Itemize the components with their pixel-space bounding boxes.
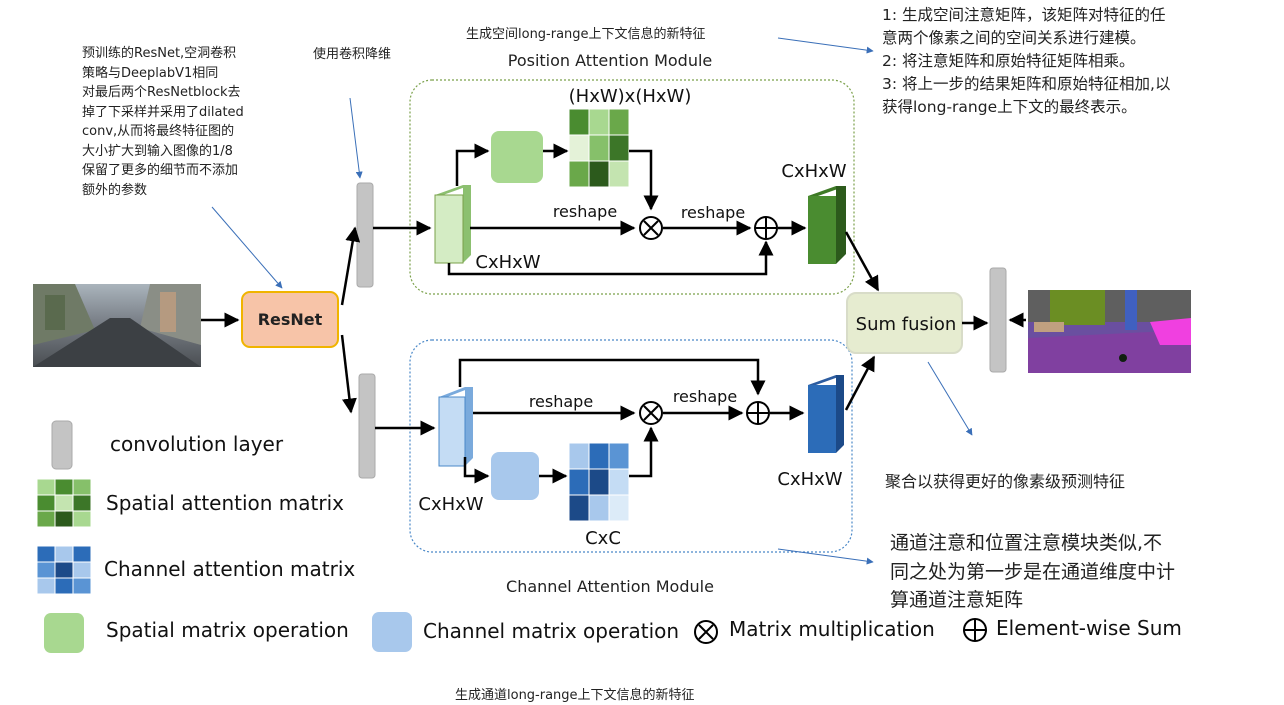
- arrow-pam-to-op: [455, 143, 490, 186]
- sum-fusion-block: Sum fusion: [846, 292, 963, 354]
- cam-feature-box: [438, 387, 473, 467]
- resnet-note-line: 策略与DeeplabV1相同: [82, 65, 219, 81]
- conv-layer-output: [989, 267, 1007, 373]
- pam-sum-symbol: [754, 216, 778, 240]
- annotation-line-fusion: [927, 361, 973, 436]
- legend-channel-op-icon: [372, 612, 412, 652]
- channel-annotation: 通道注意和位置注意模块类似,不同之处为第一步是在通道维度中计算通道注意矩阵: [890, 532, 1176, 611]
- sum-fusion-label: Sum fusion: [856, 314, 957, 335]
- position-feature-annotation: 生成空间long-range上下文信息的新特征: [466, 27, 706, 42]
- pam-feature-box: [434, 185, 471, 264]
- cam-reshape-label-1: reshape: [529, 392, 593, 411]
- legend-spatial-op-icon: [44, 613, 84, 653]
- annotation-line-channel: [777, 548, 874, 565]
- legend-matmul-label: Matrix multiplication: [729, 617, 935, 641]
- resnet-note-line: 额外的参数: [82, 182, 148, 198]
- channel-module-title: Channel Attention Module: [506, 577, 714, 596]
- fusion-annotation: 聚合以获得更好的像素级预测特征: [885, 472, 1126, 491]
- annotation-line-steps: [777, 37, 874, 54]
- pam-output-box: [808, 186, 846, 264]
- pam-spatial-op: [491, 131, 543, 183]
- legend-channel-matrix-label: Channel attention matrix: [104, 557, 355, 581]
- position-module-title: Position Attention Module: [508, 51, 713, 70]
- legend-elemsum-icon: [963, 618, 987, 642]
- cam-sum-symbol: [746, 401, 770, 425]
- resnet-block: ResNet: [241, 291, 339, 348]
- resnet-note-line: 保留了更多的细节而不添加: [82, 163, 239, 178]
- cam-matmul-symbol: [639, 401, 663, 425]
- cam-reshape-label-2: reshape: [673, 387, 737, 406]
- cam-output-size-label: CxHxW: [777, 469, 842, 490]
- step-line: 意两个像素之间的空间关系进行建模。: [882, 29, 1146, 47]
- legend: convolution layer Spatial attention matr…: [36, 420, 1182, 653]
- arrow-cam-to-fusion: [844, 355, 876, 411]
- annotation-line-resnet: [211, 206, 283, 289]
- step-line: 获得long-range上下文的最终表示。: [882, 98, 1137, 116]
- pam-reshape-label-1: reshape: [553, 202, 617, 221]
- arrow-cam-to-op: [463, 457, 490, 484]
- pam-feature-size-label: CxHxW: [475, 252, 540, 273]
- step-line: 3: 将上一步的结果矩阵和原始特征相加,以: [882, 75, 1171, 93]
- channel-feature-annotation: 生成通道long-range上下文信息的新特征: [455, 688, 695, 703]
- step-line: 1: 生成空间注意矩阵，该矩阵对特征的任: [882, 6, 1166, 24]
- spatial-matrix-size-label: (HxW)x(HxW): [569, 86, 692, 107]
- annotation-line-conv: [349, 97, 363, 179]
- resnet-note-line: 大小扩大到输入图像的1/8: [82, 143, 233, 159]
- channel-attention-matrix: [568, 442, 630, 522]
- resnet-label: ResNet: [258, 310, 323, 329]
- resnet-note-line: 对最后两个ResNetblock去: [82, 85, 241, 100]
- spatial-attention-matrix: [568, 108, 630, 188]
- cam-output-box: [808, 375, 844, 453]
- legend-channel-matrix-icon: [36, 545, 92, 595]
- legend-spatial-matrix-icon: [36, 478, 92, 528]
- output-segmentation: [1028, 290, 1191, 373]
- legend-spatial-matrix-label: Spatial attention matrix: [106, 491, 344, 515]
- arrow-pam-skip: [447, 240, 774, 276]
- arrow-resnet-conv-top: [340, 226, 361, 306]
- arrow-channel-matrix-to-matmul: [629, 426, 659, 478]
- pam-output-size-label: CxHxW: [781, 161, 846, 182]
- resnet-note-line: conv,从而将最终特征图的: [82, 124, 235, 139]
- arrow-matrix-to-matmul: [629, 149, 659, 211]
- step-line: 2: 将注意矩阵和原始特征矩阵相乘。: [882, 52, 1135, 70]
- cam-feature-size-label: CxHxW: [418, 494, 483, 515]
- input-image: [33, 284, 201, 367]
- conv-annotation: 使用卷积降维: [313, 47, 392, 62]
- pam-reshape-label-2: reshape: [681, 203, 745, 222]
- channel-module-frame: [409, 339, 853, 553]
- resnet-note-line: 预训练的ResNet,空洞卷积: [82, 46, 237, 61]
- arrow-pam-to-fusion: [844, 231, 880, 292]
- pam-matmul-symbol: [639, 216, 663, 240]
- legend-elemsum-label: Element-wise Sum: [996, 616, 1182, 640]
- cam-channel-op: [491, 452, 539, 500]
- legend-conv-icon: [51, 420, 73, 470]
- conv-layer-top: [356, 182, 374, 288]
- channel-matrix-size-label: CxC: [585, 528, 621, 549]
- resnet-note-line: 掉了下采样并采用了dilated: [82, 104, 244, 120]
- legend-matmul-icon: [694, 620, 718, 644]
- legend-conv-label: convolution layer: [110, 432, 284, 456]
- arrow-cam-skip: [458, 358, 766, 396]
- resnet-annotation: 预训练的ResNet,空洞卷积 策略与DeeplabV1相同 对最后两个ResN…: [82, 44, 292, 200]
- legend-channel-op-label: Channel matrix operation: [423, 619, 679, 643]
- position-module-frame: [409, 79, 855, 295]
- arrow-resnet-conv-bottom: [340, 334, 357, 414]
- steps-annotation: 1: 生成空间注意矩阵，该矩阵对特征的任 意两个像素之间的空间关系进行建模。 2…: [882, 4, 1282, 119]
- legend-spatial-op-label: Spatial matrix operation: [106, 618, 349, 642]
- conv-layer-bottom: [358, 373, 376, 479]
